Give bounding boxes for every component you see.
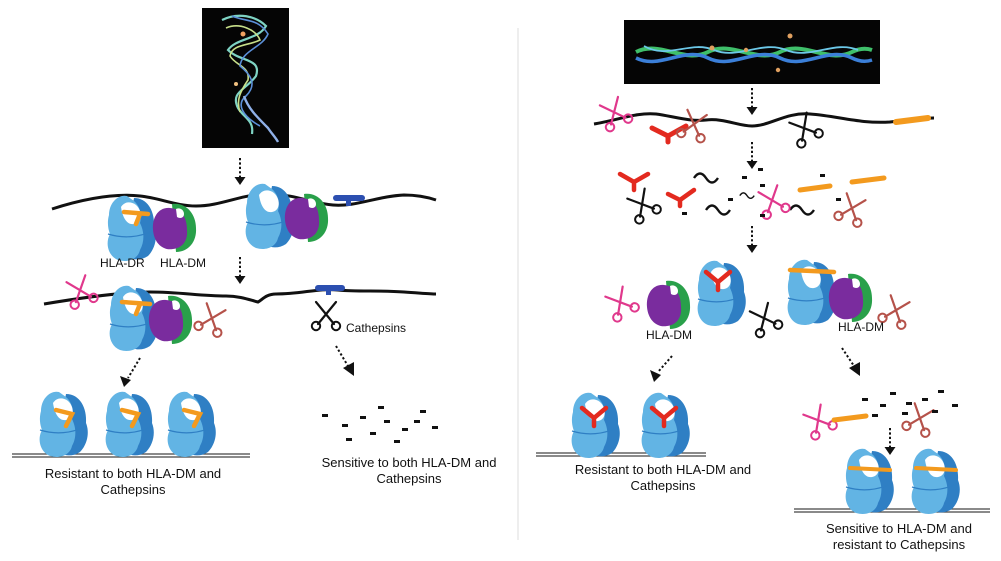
caption-right-sensitive: Sensitive to HLA-DM and resistant to Cat… bbox=[826, 521, 972, 552]
label-hla-dm: HLA-DM bbox=[160, 256, 206, 270]
scissors-black-1 bbox=[310, 300, 342, 332]
hla-dm-molecule bbox=[152, 203, 197, 252]
protein-strand-2 bbox=[43, 288, 437, 306]
peptide-orange-bound-r2 bbox=[848, 466, 892, 472]
peptide-orange-bound-r3 bbox=[914, 466, 958, 472]
caption-left-sensitive: Sensitive to both HLA-DM and Cathepsins bbox=[321, 455, 497, 486]
arrow-down-r-left-outcome bbox=[650, 355, 673, 382]
label-cathepsins: Cathepsins bbox=[346, 321, 406, 335]
hla-dm-molecule-r2 bbox=[828, 273, 873, 322]
right-panel: HLA-DM HLA-DM bbox=[536, 20, 990, 515]
hla-dr-sensitive-r2 bbox=[911, 448, 961, 515]
scissors-pink-r2 bbox=[600, 283, 642, 325]
peptide-red-bound-r3 bbox=[649, 405, 679, 429]
arrow-down-right-outcome bbox=[335, 345, 354, 376]
peptide-red-bound-r2 bbox=[579, 405, 609, 429]
protein-structure-image-left bbox=[202, 8, 289, 148]
peptide-blue-2 bbox=[315, 285, 345, 295]
scissors-brown-r3 bbox=[900, 400, 939, 440]
caption-left-resistant: Resistant to both HLA-DM and Cathepsins bbox=[44, 466, 222, 497]
arrow-down-r2 bbox=[745, 141, 759, 170]
protein-structure-image-right bbox=[624, 20, 880, 84]
protein-strand-1 bbox=[51, 192, 437, 211]
hla-dr-sensitive-r1 bbox=[845, 448, 895, 515]
hla-dm-molecule-3 bbox=[148, 295, 193, 344]
hla-dr-resistant-2 bbox=[105, 391, 155, 458]
protein-strand-r bbox=[593, 112, 935, 128]
peptide-orange-bound-2 bbox=[119, 407, 142, 429]
label-hla-dm-right-2: HLA-DM bbox=[838, 320, 884, 334]
membrane-right-2 bbox=[794, 508, 990, 513]
arrow-down-1 bbox=[233, 157, 247, 186]
scissors-brown-1 bbox=[192, 300, 231, 340]
scissors-pink-r1 bbox=[594, 94, 635, 134]
degraded-fragments-right bbox=[862, 390, 958, 417]
scissors-pink-1 bbox=[61, 272, 100, 312]
peptide-orange-bound-r1 bbox=[787, 267, 837, 275]
hla-dm-molecule-2 bbox=[284, 193, 329, 242]
peptide-blue-1 bbox=[333, 195, 365, 206]
arrow-down-r4 bbox=[883, 427, 897, 456]
peptide-red-bound-r1 bbox=[703, 269, 733, 293]
arrow-down-left-outcome bbox=[120, 357, 141, 387]
hla-dr-resistant-3 bbox=[167, 391, 217, 458]
peptide-orange-1 bbox=[121, 209, 151, 227]
peptide-orange-free bbox=[831, 413, 869, 423]
hla-dr-molecule bbox=[107, 195, 157, 262]
arrow-down-r1 bbox=[745, 87, 759, 116]
caption-right-resistant: Resistant to both HLA-DM and Cathepsins bbox=[574, 462, 752, 493]
peptide-orange-bound-3 bbox=[181, 407, 204, 429]
arrow-down-2 bbox=[233, 256, 247, 285]
peptide-orange-strand bbox=[893, 115, 931, 125]
arrow-down-r3 bbox=[745, 225, 759, 254]
hla-dm-molecule-r1 bbox=[646, 280, 691, 329]
arrow-down-r-right-outcome bbox=[841, 347, 860, 376]
fragments-right bbox=[617, 168, 887, 230]
peptide-orange-2 bbox=[119, 299, 153, 317]
scissors-black-r2 bbox=[744, 300, 785, 340]
left-panel: HLA-DR HLA-DM Cathepsins bbox=[12, 8, 438, 458]
peptide-orange-bound-1 bbox=[53, 407, 76, 429]
degraded-fragments-left bbox=[322, 406, 438, 443]
label-hla-dr: HLA-DR bbox=[100, 256, 145, 270]
label-hla-dm-right-1: HLA-DM bbox=[646, 328, 692, 342]
hla-dr-resistant-1 bbox=[39, 391, 89, 458]
